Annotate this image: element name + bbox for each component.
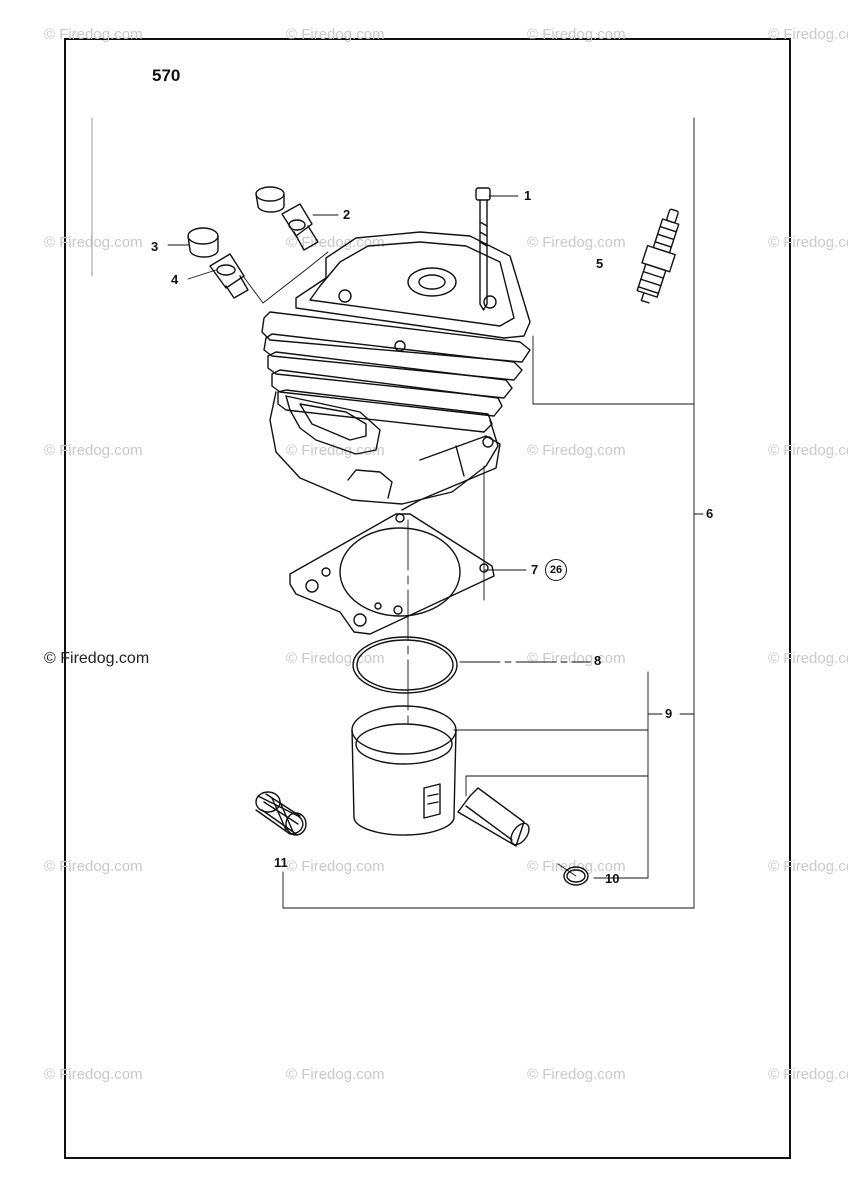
circlip-part <box>563 866 589 886</box>
watermark: © Firedog.com <box>44 26 143 43</box>
watermark: © Firedog.com <box>768 650 848 667</box>
watermark: © Firedog.com <box>286 858 385 875</box>
callout-3: 3 <box>151 239 159 254</box>
callout-1: 1 <box>524 188 532 203</box>
callout-8: 8 <box>594 653 602 668</box>
watermark: © Firedog.com <box>527 650 626 667</box>
watermark: © Firedog.com <box>768 858 848 875</box>
watermark: © Firedog.com <box>286 442 385 459</box>
diagram-frame <box>64 38 791 1159</box>
plug-screw-part <box>209 253 249 299</box>
leader-lines <box>167 117 704 909</box>
callout-4: 4 <box>171 272 179 287</box>
watermark: © Firedog.com <box>527 234 626 251</box>
watermark: © Firedog.com <box>286 26 385 43</box>
cylinder-part <box>261 231 531 511</box>
watermark: © Firedog.com <box>768 442 848 459</box>
reference-circle: 26 <box>545 559 567 581</box>
watermark: © Firedog.com <box>44 650 150 667</box>
watermark: © Firedog.com <box>527 442 626 459</box>
callout-9: 9 <box>665 706 673 721</box>
watermark: © Firedog.com <box>768 26 848 43</box>
callout-11: 11 <box>274 855 288 870</box>
watermark: © Firedog.com <box>44 442 143 459</box>
watermark: © Firedog.com <box>768 234 848 251</box>
piston-part <box>351 705 457 836</box>
watermark: © Firedog.com <box>286 650 385 667</box>
watermark: © Firedog.com <box>286 1066 385 1083</box>
watermark: © Firedog.com <box>527 26 626 43</box>
watermark: © Firedog.com <box>768 1066 848 1083</box>
watermark: © Firedog.com <box>527 1066 626 1083</box>
watermark: © Firedog.com <box>44 1066 143 1083</box>
callout-10: 10 <box>605 871 620 886</box>
page-number: 570 <box>152 66 181 85</box>
bolt-part <box>475 187 491 311</box>
decompression-valve-part <box>255 186 319 251</box>
needle-bearing-part <box>255 791 307 836</box>
piston-ring-part <box>352 636 458 694</box>
callout-6: 6 <box>706 506 714 521</box>
callout-2: 2 <box>343 207 351 222</box>
callout-5: 5 <box>596 256 604 271</box>
piston-pin-part <box>457 787 530 847</box>
spark-plug-part <box>636 208 680 304</box>
callout-7: 7 <box>531 562 539 577</box>
plug-cap-part <box>187 227 219 258</box>
watermark: © Firedog.com <box>44 234 143 251</box>
watermark: © Firedog.com <box>44 858 143 875</box>
base-gasket-part <box>289 513 495 635</box>
